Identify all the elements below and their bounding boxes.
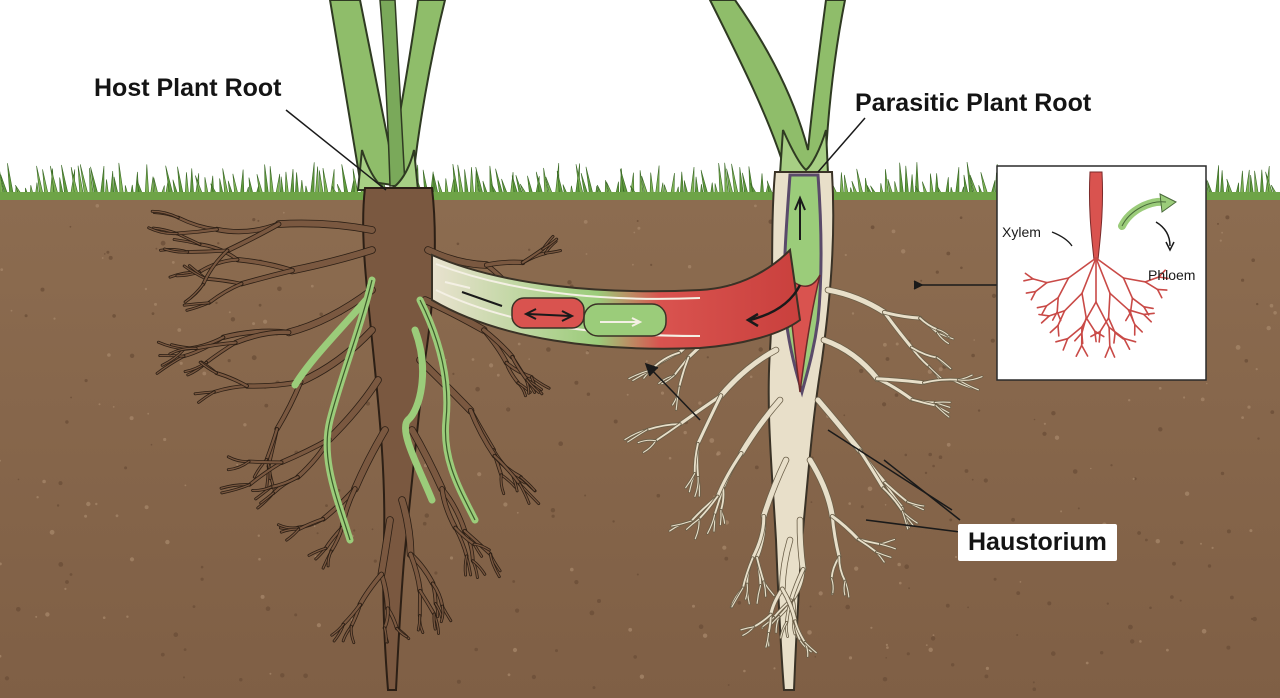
haustorium-label: Haustorium xyxy=(958,524,1117,561)
parasitic-plant-root-label: Parasitic Plant Root xyxy=(855,89,1092,117)
host-leader-line xyxy=(285,109,387,191)
phloem-label: Phloem xyxy=(1148,267,1196,283)
leader-lines xyxy=(285,109,998,533)
grass-base xyxy=(0,192,1280,200)
host-green-strands-outline xyxy=(326,279,476,541)
grass xyxy=(0,162,1280,199)
host-root-branches xyxy=(147,209,562,645)
vascular-inset xyxy=(996,165,1207,381)
parasitic-plant-stem xyxy=(708,0,847,175)
haustorium-arrow-1 xyxy=(647,365,701,421)
xylem-label: Xylem xyxy=(1002,224,1041,240)
haustorium-tube xyxy=(431,247,802,350)
host-plant-root-label: Host Plant Root xyxy=(94,74,282,102)
parasite-leader-line xyxy=(817,117,866,173)
parasitic-root-branches xyxy=(623,286,984,658)
